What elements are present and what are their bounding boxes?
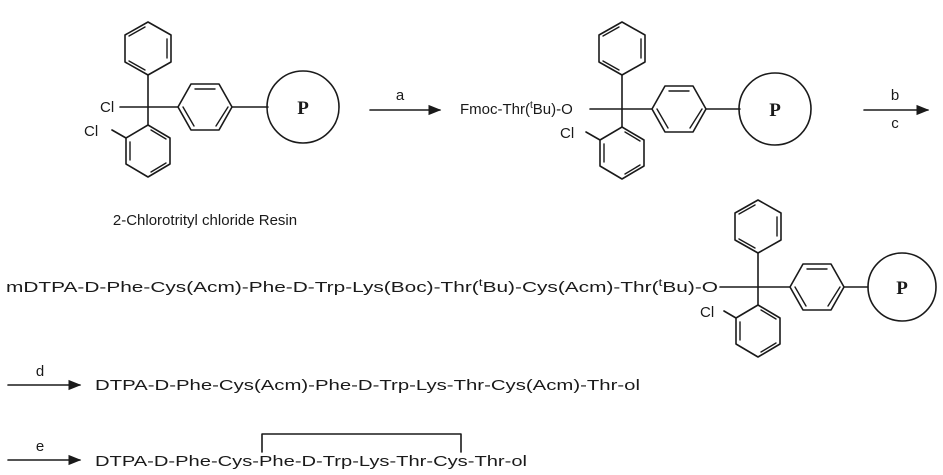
- polymer-support: P: [266, 70, 340, 144]
- product-e-sequence: DTPA-D-Phe-Cys-Phe-D-Trp-Lys-Thr-Cys-Thr…: [95, 453, 527, 470]
- product-d-sequence: DTPA-D-Phe-Cys(Acm)-Phe-D-Trp-Lys-Thr-Cy…: [95, 377, 640, 394]
- support-label-2: P: [769, 100, 781, 121]
- ring-cl-atom-3: Cl: [700, 304, 714, 321]
- protected-peptide-resin-structure: mDTPA-D-Phe-Cys(Acm)-Phe-D-Trp-Lys(Boc)-…: [6, 199, 937, 358]
- disulfide-bridge: [261, 433, 462, 453]
- cl-atom: Cl: [100, 99, 114, 116]
- support-label: P: [297, 98, 309, 119]
- step-b-label: b: [891, 87, 899, 104]
- arrow-step-e: e: [7, 438, 82, 466]
- arrow-step-bc: b c: [863, 87, 930, 132]
- step-c-label: c: [891, 115, 899, 132]
- ring-cl-atom: Cl: [84, 123, 98, 140]
- phenylene-ring: [177, 83, 233, 131]
- fmoc-thr-sequence: Fmoc-Thr(tBu)-O: [460, 100, 573, 118]
- chlorotrityl-resin-structure: Cl P Cl: [84, 21, 340, 178]
- arrow-step-d: d: [7, 363, 82, 391]
- arrow-step-a: a: [369, 87, 442, 116]
- chlorophenyl-ring: [125, 124, 171, 178]
- step-d-label: d: [36, 363, 44, 380]
- fmoc-thr-resin-structure: Fmoc-Thr(tBu)-O P Cl: [460, 21, 812, 180]
- top-phenyl-ring: [124, 21, 172, 108]
- resin-caption: 2-Chlorotrityl chloride Resin: [113, 212, 297, 229]
- step-e-label: e: [36, 438, 44, 455]
- protected-peptide-sequence: mDTPA-D-Phe-Cys(Acm)-Phe-D-Trp-Lys(Boc)-…: [6, 278, 718, 296]
- ring-cl-atom-2: Cl: [560, 125, 574, 142]
- step-a-label: a: [396, 87, 405, 104]
- support-label-3: P: [896, 278, 908, 299]
